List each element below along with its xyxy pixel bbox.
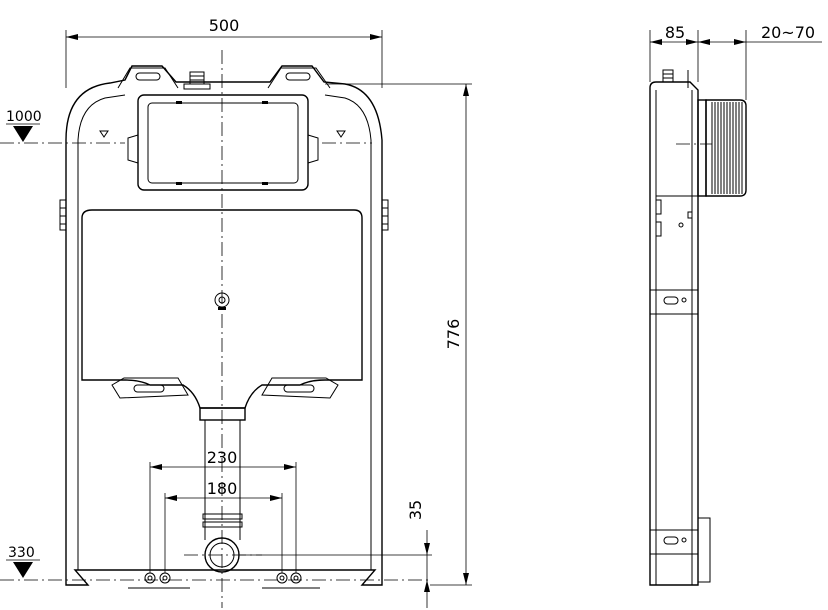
level-mark-lower: 330 bbox=[6, 545, 40, 578]
width-label: 500 bbox=[209, 16, 240, 35]
level-mark-upper-label: 1000 bbox=[6, 109, 42, 125]
pipe-spacing-inner-label: 180 bbox=[207, 479, 238, 498]
pipe-offset-dimension: 35 bbox=[240, 500, 432, 608]
pipe-offset-label: 35 bbox=[406, 500, 425, 520]
side-view: 85 20~70 bbox=[649, 23, 822, 586]
top-valve bbox=[183, 71, 211, 90]
side-valve bbox=[662, 69, 689, 88]
width-dimension: 500 bbox=[65, 16, 383, 88]
side-lower-bracket bbox=[649, 517, 711, 583]
adjust-range-label: 20~70 bbox=[761, 23, 815, 42]
bottom-right-bracket bbox=[261, 377, 339, 399]
height-label: 776 bbox=[444, 319, 463, 350]
height-dimension: 776 bbox=[325, 83, 472, 586]
pipe-spacing-outer-label: 230 bbox=[207, 448, 238, 467]
inspection-opening bbox=[127, 94, 319, 191]
side-clips bbox=[655, 199, 693, 237]
side-frame-outline bbox=[649, 81, 699, 586]
top-right-bracket bbox=[267, 67, 331, 89]
side-upper-bracket bbox=[649, 289, 699, 315]
level-mark-upper: 1000 bbox=[6, 109, 42, 142]
depth-label: 85 bbox=[665, 23, 685, 42]
floor-fixings bbox=[128, 572, 320, 589]
adjust-range-dimension: 20~70 bbox=[698, 23, 822, 100]
right-rail bbox=[324, 94, 372, 141]
level-mark-lower-label: 330 bbox=[8, 545, 35, 561]
level-triangle-lower-icon bbox=[13, 562, 33, 578]
left-rail bbox=[77, 94, 126, 141]
top-left-bracket bbox=[117, 67, 179, 89]
frame-outline bbox=[65, 65, 383, 586]
frame-level-marker-left bbox=[99, 130, 109, 138]
level-triangle-upper-icon bbox=[13, 126, 33, 142]
bottom-left-bracket bbox=[111, 377, 189, 399]
left-side-clips bbox=[59, 199, 67, 231]
pipe-spacing-inner-dimension: 180 bbox=[164, 479, 283, 573]
frame-level-marker-right bbox=[336, 130, 346, 138]
pipe-spacing-outer-dimension: 230 bbox=[149, 448, 297, 573]
side-inspection-collar bbox=[697, 99, 747, 197]
depth-dimension: 85 bbox=[649, 23, 699, 82]
right-side-clips bbox=[381, 199, 389, 231]
front-view: 500 776 230 180 bbox=[0, 16, 472, 608]
